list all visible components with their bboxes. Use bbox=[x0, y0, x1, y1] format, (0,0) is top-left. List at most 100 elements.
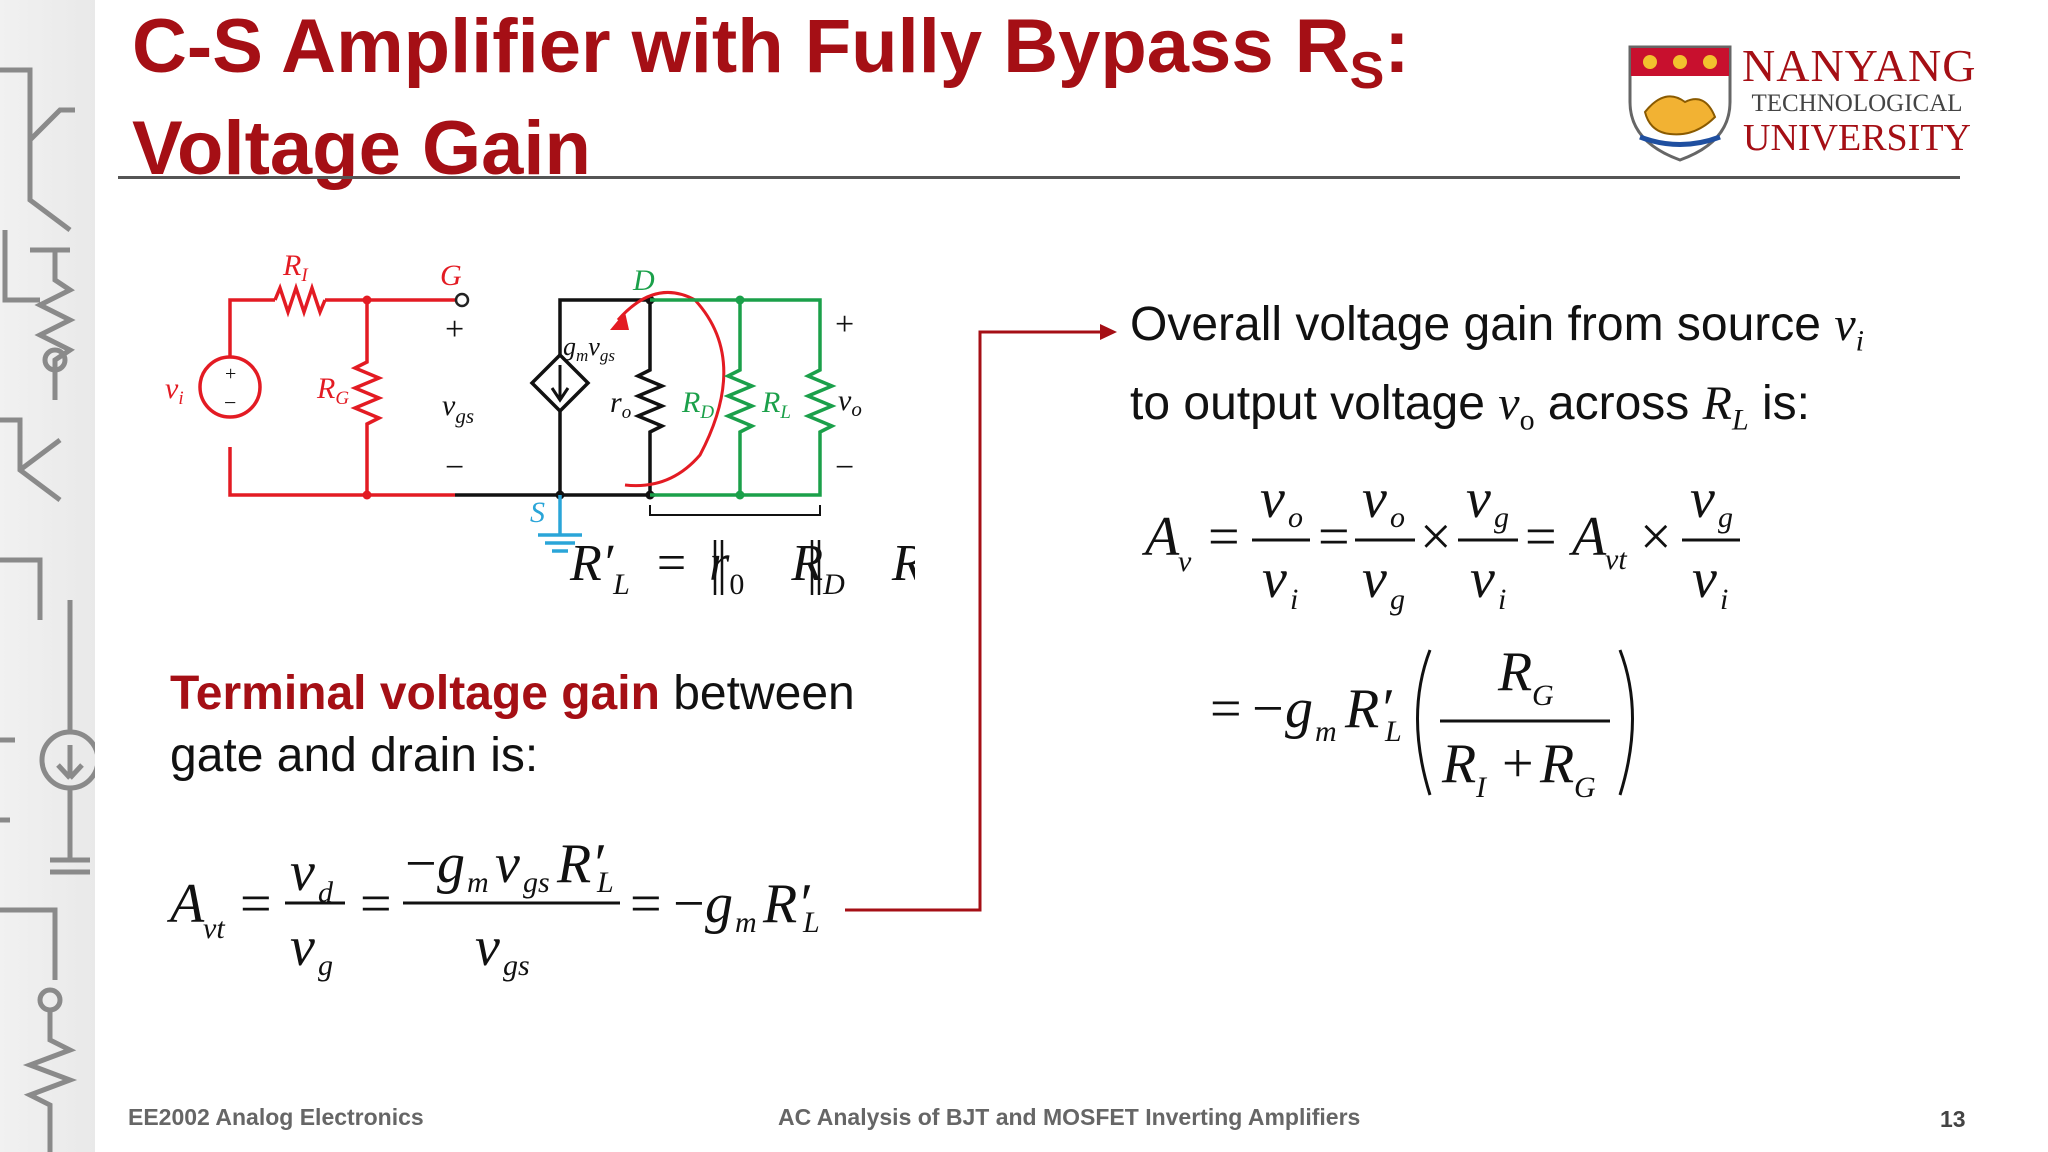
label-gate: G bbox=[440, 259, 462, 292]
svg-text:=: = bbox=[1208, 506, 1240, 568]
decorative-circuit-strip bbox=[0, 0, 95, 1152]
svg-text:v: v bbox=[1470, 548, 1495, 610]
svg-text:A: A bbox=[1141, 506, 1180, 568]
input-wiring bbox=[228, 282, 455, 497]
svg-text:A: A bbox=[166, 873, 205, 935]
footer-topic: AC Analysis of BJT and MOSFET Inverting … bbox=[778, 1104, 1361, 1130]
svg-text:+: + bbox=[445, 311, 464, 348]
slide-title: C-S Amplifier with Fully Bypass RS: Volt… bbox=[132, 0, 1532, 196]
cs-amplifier-small-signal-circuit: + − RI vi RG G + vgs − gmvgs ro bbox=[165, 250, 915, 601]
footer-course: EE2002 Analog Electronics bbox=[128, 1104, 424, 1130]
svg-text:R′: R′ bbox=[1344, 678, 1392, 740]
svg-text:vt: vt bbox=[1605, 543, 1627, 576]
output-wiring bbox=[650, 298, 837, 497]
svg-text:A: A bbox=[1568, 506, 1607, 568]
svg-text:g: g bbox=[318, 949, 333, 982]
label-gm-vgs: gmvgs bbox=[563, 332, 615, 365]
svg-text:g: g bbox=[1390, 583, 1405, 616]
svg-text:+: + bbox=[1502, 733, 1534, 795]
svg-text:g: g bbox=[1285, 678, 1313, 740]
logo-wordmark: NANYANG TECHNOLOGICAL UNIVERSITY bbox=[1742, 40, 1977, 159]
terminal-gain-text: Terminal voltage gain between gate and d… bbox=[170, 667, 855, 782]
svg-text:+: + bbox=[225, 363, 236, 385]
svg-text:=: = bbox=[1318, 506, 1350, 568]
transistor-model-wiring bbox=[455, 298, 667, 497]
svg-text:G: G bbox=[1574, 771, 1596, 804]
svg-text:v: v bbox=[1178, 545, 1192, 578]
svg-text:L: L bbox=[802, 906, 820, 939]
svg-text:g: g bbox=[1494, 501, 1509, 534]
label-vgs: vgs bbox=[442, 389, 474, 428]
svg-text:o: o bbox=[1390, 501, 1405, 534]
ground-symbol bbox=[538, 495, 582, 553]
svg-text:v: v bbox=[290, 916, 315, 978]
svg-text:+: + bbox=[835, 306, 854, 343]
svg-text:×: × bbox=[1420, 506, 1452, 568]
svg-text:m: m bbox=[467, 866, 489, 899]
parallel-brace bbox=[649, 505, 821, 516]
label-vi: vi bbox=[165, 372, 184, 409]
label-ri: RI bbox=[282, 250, 309, 286]
svg-text:I: I bbox=[1475, 771, 1488, 804]
svg-text:−: − bbox=[445, 449, 464, 486]
svg-text:R: R bbox=[1539, 733, 1574, 795]
label-vo: vo bbox=[838, 384, 862, 421]
svg-text:L: L bbox=[596, 866, 614, 899]
title-divider bbox=[118, 176, 1960, 179]
svg-text:g: g bbox=[705, 873, 733, 935]
svg-text:=: = bbox=[1525, 506, 1557, 568]
svg-text:i: i bbox=[1290, 583, 1298, 616]
label-rl: RL bbox=[761, 386, 791, 423]
svg-text:m: m bbox=[1315, 715, 1337, 748]
svg-text:−: − bbox=[405, 833, 437, 895]
svg-text:=: = bbox=[360, 873, 392, 935]
input-voltage-source bbox=[198, 355, 262, 419]
ntu-crest-logo bbox=[1628, 45, 1732, 162]
svg-text:−: − bbox=[224, 390, 236, 415]
arrow-connector bbox=[845, 324, 1117, 912]
svg-text:G: G bbox=[1532, 679, 1554, 712]
svg-text:−: − bbox=[1252, 678, 1284, 740]
label-ro: ro bbox=[610, 386, 631, 423]
svg-text:=: = bbox=[630, 873, 662, 935]
svg-text:v: v bbox=[1260, 468, 1285, 530]
svg-text:i: i bbox=[1498, 583, 1506, 616]
svg-text:v: v bbox=[495, 833, 520, 895]
label-drain: D bbox=[632, 264, 655, 297]
svg-text:v: v bbox=[1262, 548, 1287, 610]
svg-text:v: v bbox=[475, 916, 500, 978]
svg-text:v: v bbox=[1362, 468, 1387, 530]
svg-text:o: o bbox=[1288, 501, 1303, 534]
svg-text:R′: R′ bbox=[556, 833, 604, 895]
title-line-2: Voltage Gain bbox=[132, 106, 591, 191]
svg-text:vt: vt bbox=[203, 912, 225, 945]
svg-text:v: v bbox=[1690, 468, 1715, 530]
svg-text:gs: gs bbox=[503, 949, 530, 982]
svg-text:=: = bbox=[1210, 678, 1242, 740]
label-rd: RD bbox=[681, 386, 714, 423]
current-loop-arrow bbox=[616, 291, 726, 488]
page-number: 13 bbox=[1940, 1106, 1966, 1132]
svg-text:R: R bbox=[1441, 733, 1476, 795]
title-line-1: C-S Amplifier with Fully Bypass RS: bbox=[132, 4, 1410, 100]
gate-terminal bbox=[454, 292, 470, 308]
svg-text:g: g bbox=[437, 833, 465, 895]
svg-text:g: g bbox=[1718, 501, 1733, 534]
svg-text:m: m bbox=[735, 906, 757, 939]
svg-text:v: v bbox=[290, 841, 315, 903]
svg-text:v: v bbox=[1362, 548, 1387, 610]
label-source: S bbox=[530, 496, 545, 529]
svg-text:d: d bbox=[318, 876, 334, 909]
svg-text:×: × bbox=[1640, 506, 1672, 568]
svg-text:v: v bbox=[1466, 468, 1491, 530]
overall-gain-text: Overall voltage gain from source vi to o… bbox=[1130, 298, 1864, 437]
svg-text:−: − bbox=[673, 873, 705, 935]
svg-text:R: R bbox=[1497, 641, 1532, 703]
svg-text:i: i bbox=[1720, 583, 1728, 616]
svg-text:−: − bbox=[835, 449, 854, 486]
label-rg: RG bbox=[316, 372, 349, 409]
svg-text:v: v bbox=[1692, 548, 1717, 610]
svg-text:R′: R′ bbox=[762, 873, 810, 935]
